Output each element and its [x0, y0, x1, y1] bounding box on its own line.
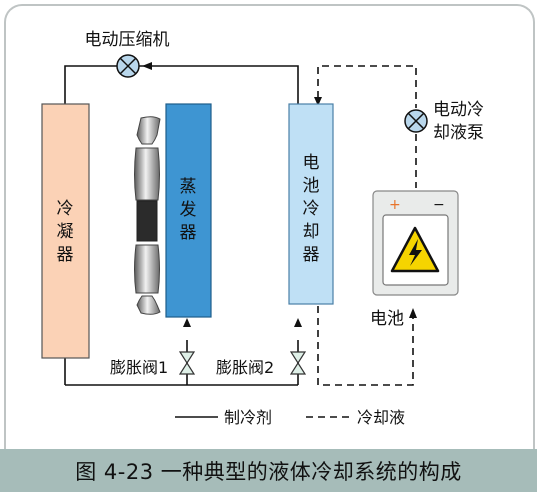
cooling-system-diagram: 冷凝器 蒸发器 电池冷却器 电动压缩机 电动冷 却液泵 膨胀阀1 膨胀阀2 — [41, 30, 484, 427]
evaporator-label: 蒸发器 — [180, 177, 197, 243]
condenser-label-text: 冷凝器 — [57, 199, 74, 265]
coolant-pump-symbol — [404, 109, 428, 133]
battery-chiller — [288, 103, 334, 305]
coolant-lines — [317, 65, 417, 386]
compressor-symbol — [116, 54, 140, 78]
legend: 制冷剂 冷却液 — [175, 408, 405, 427]
refrigerant-line-condenser-to-compressor — [64, 65, 117, 104]
flow-arrow-into-evaporator — [183, 318, 191, 327]
fan — [134, 116, 161, 315]
refrigerant-line-compressor-to-chiller — [139, 65, 299, 104]
battery-chiller-label: 电池冷却器 — [303, 153, 320, 265]
coolant-pump-label-line2: 却液泵 — [433, 123, 484, 143]
coolant-line-bottom — [317, 305, 414, 386]
figure-caption: 图 4-23 一种典型的液体冷却系统的构成 — [0, 449, 537, 492]
condenser-label-group: 冷凝器 — [57, 199, 74, 265]
expansion-valve-2-symbol — [289, 351, 307, 375]
flow-arrow-into-chiller-coolant — [314, 97, 322, 106]
coolant-pump-label-line1: 电动冷 — [433, 100, 484, 120]
battery-label: 电池 — [370, 309, 404, 329]
battery-minus-sign: − — [433, 197, 445, 213]
compressor-label: 电动压缩机 — [85, 30, 170, 50]
battery: + − — [372, 190, 459, 296]
legend-solid-label: 制冷剂 — [224, 408, 272, 427]
battery-plus-sign: + — [389, 197, 401, 213]
evaporator — [165, 103, 212, 318]
flow-arrow-into-chiller — [294, 318, 302, 327]
expansion-valve-1-label: 膨胀阀1 — [110, 358, 168, 377]
lightning-bolt-icon — [409, 239, 422, 266]
flow-arrow-into-compressor — [142, 62, 152, 70]
expansion-valve-2-label: 膨胀阀2 — [216, 358, 274, 377]
legend-dashed-label: 冷却液 — [357, 408, 405, 427]
condenser — [41, 103, 90, 359]
coolant-line-top — [317, 65, 417, 108]
expansion-valve-1-symbol — [178, 351, 196, 375]
flow-arrow-into-battery — [409, 308, 417, 318]
